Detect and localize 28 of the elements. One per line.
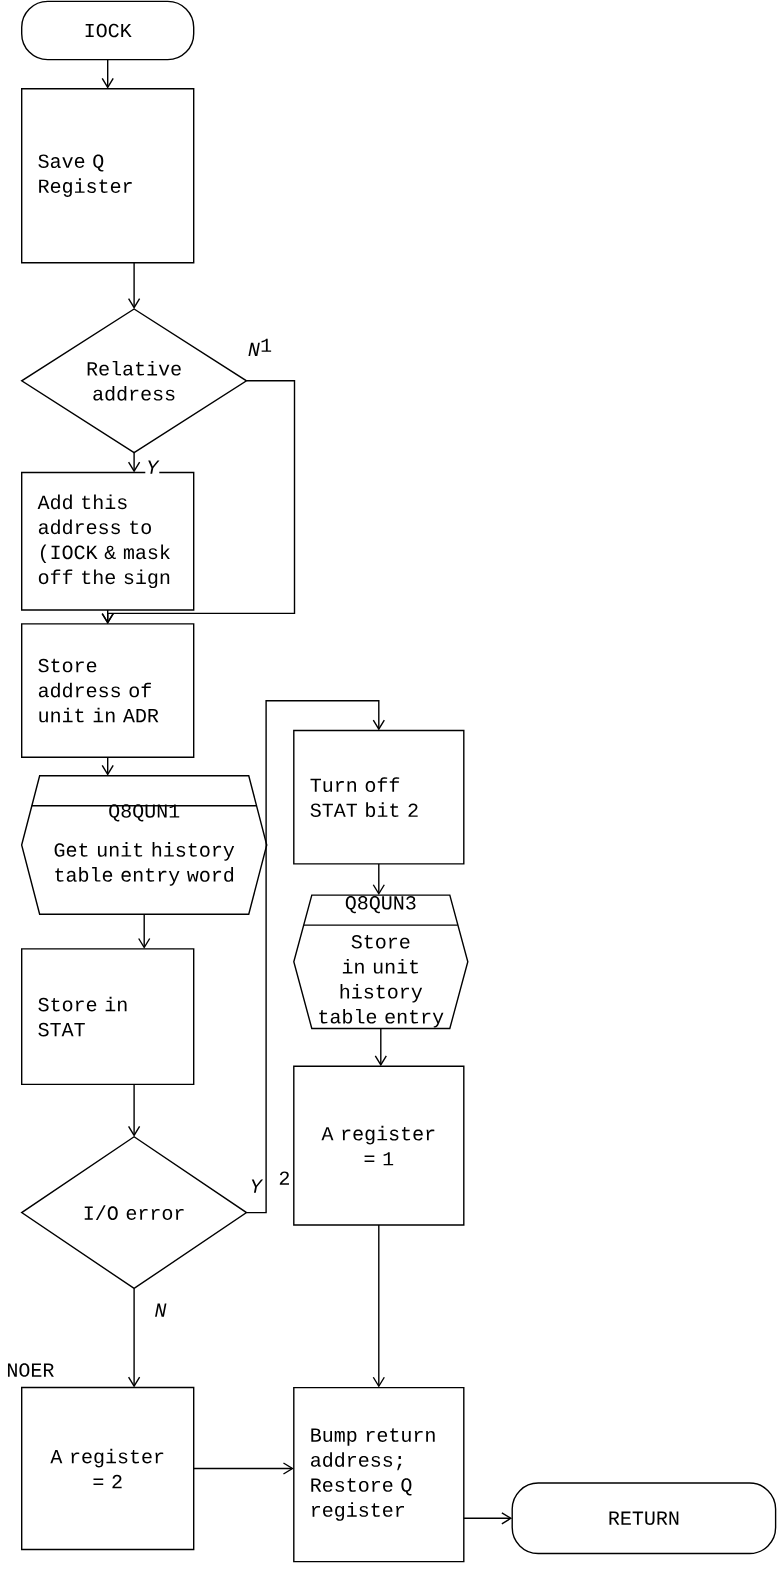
arrow — [101, 609, 114, 624]
edge-label: Y — [248, 1178, 264, 1194]
arrow — [374, 1027, 387, 1067]
arrow — [127, 262, 141, 309]
subroutine-hexagon: Q8QUN3 Store in unit history table entry — [293, 894, 469, 1030]
arrow — [127, 1083, 141, 1137]
arrow — [127, 451, 141, 473]
arrow — [193, 1462, 294, 1475]
arrow — [372, 1224, 385, 1388]
edge-label: N — [246, 341, 261, 357]
process-box: A register = 1 — [293, 1065, 465, 1226]
process-box: Store in STAT — [21, 948, 195, 1086]
arrow — [138, 913, 151, 949]
arrow — [101, 58, 114, 89]
arrow — [463, 1512, 513, 1525]
process-box: Bump return address; Restore Q register — [293, 1386, 465, 1563]
edge-label: N — [153, 1302, 168, 1318]
arrow — [101, 756, 114, 776]
process-box: Save Q Register — [21, 88, 195, 264]
process-box: Turn off STAT bit 2 — [293, 729, 465, 865]
process-box: Store address of unit in ADR — [21, 623, 195, 758]
node-label: NOER — [8, 1363, 54, 1377]
step-number: 2 — [279, 1171, 289, 1185]
arrow — [245, 700, 385, 1214]
process-box: A register = 2 — [21, 1386, 195, 1551]
arrow — [372, 863, 385, 896]
arrow — [127, 1287, 141, 1388]
edge-label: Y — [145, 459, 160, 475]
